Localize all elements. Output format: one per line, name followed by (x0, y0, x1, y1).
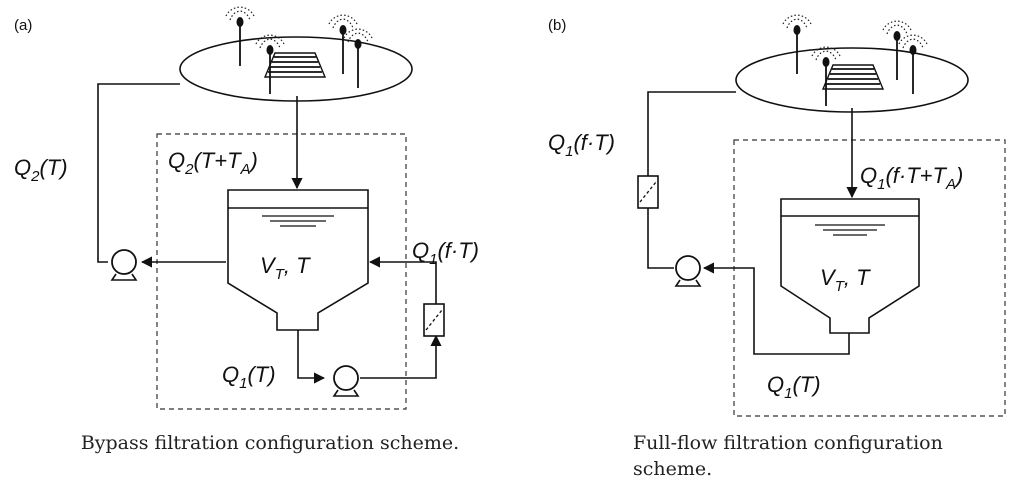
bypass-return-line (97, 83, 180, 263)
tank-b (780, 198, 920, 334)
panel-a-tag: (a) (14, 17, 32, 34)
filter-return-line-b (647, 91, 736, 176)
skimmer-b (822, 64, 884, 90)
label-q1-t-b: Q1(T) (767, 372, 821, 402)
caption-b-line2: scheme. (633, 458, 712, 480)
tank-a (227, 189, 369, 331)
label-q1-ft-a: Q1(f·T) (412, 238, 479, 268)
filter-feed-line-a (360, 334, 442, 379)
main-outflow-line-a (297, 330, 326, 384)
label-q1-t-a: Q1(T) (222, 362, 276, 392)
dashed-boundary-a (156, 133, 407, 410)
skimmer-a (264, 52, 326, 78)
caption-b-line1: Full-flow filtration configuration (633, 432, 943, 454)
panel-a: (a) Q2(T) Q2(T+TA) VT, T Q1(f·T) Q (14, 6, 479, 454)
pump-icon (333, 365, 359, 397)
panel-b-tag: (b) (548, 17, 566, 34)
label-q1-ft-ta: Q1(f·T+TA) (860, 163, 963, 193)
dashed-boundary-b (733, 139, 1006, 417)
pump-icon (111, 249, 137, 281)
panel-b: (b) Q1(f·T) Q1(f·T+TA) VT, T Q1(T) Full-… (548, 14, 1006, 480)
pump-icon (675, 255, 701, 287)
label-q2-t-ta: Q2(T+TA) (168, 148, 258, 178)
filter-feed-line-b (647, 208, 674, 269)
filter-icon (637, 175, 659, 209)
filter-icon (423, 303, 445, 337)
label-tank-a: VT, T (260, 253, 311, 283)
label-q1-ft-b: Q1(f·T) (548, 130, 615, 160)
main-outflow-line-b (702, 262, 850, 355)
caption-a: Bypass filtration configuration scheme. (81, 432, 459, 454)
filter-return-line-a (368, 256, 437, 304)
label-tank-b: VT, T (820, 265, 871, 295)
label-q2-t: Q2(T) (14, 155, 68, 185)
